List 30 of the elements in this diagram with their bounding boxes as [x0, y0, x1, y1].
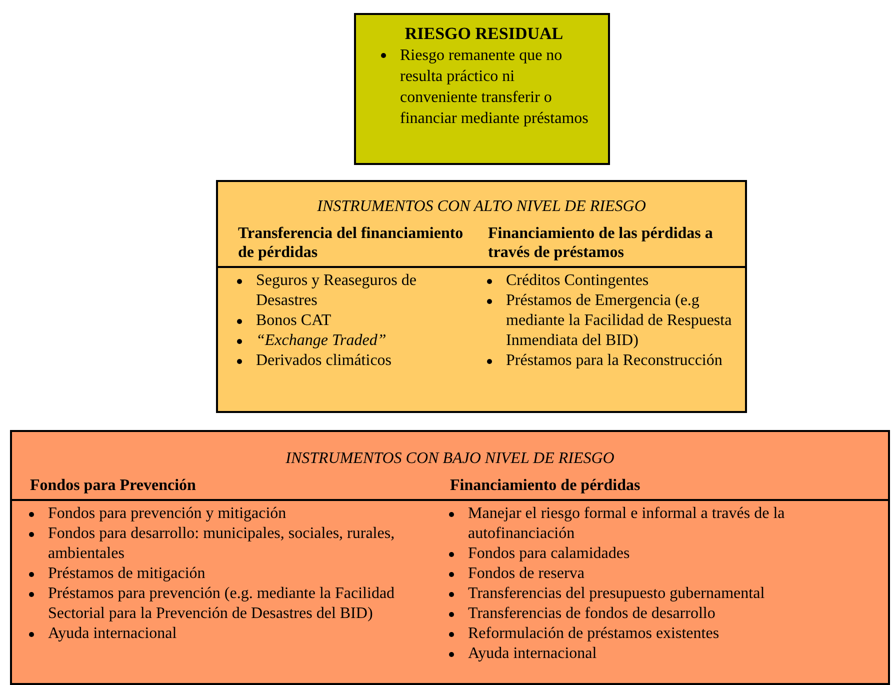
list-item: Seguros y Reaseguros de Desastres	[256, 272, 416, 309]
list-item: Fondos para calamidades	[468, 545, 630, 562]
list-item: Fondos de reserva	[468, 565, 584, 582]
column-heading: Financiamiento de pérdidas	[449, 476, 642, 496]
list-item: Manejar el riesgo formal e informal a través de la autofinanciación	[468, 505, 785, 542]
text-box	[216, 180, 747, 413]
text-box	[10, 430, 890, 685]
column-heading: Fondos para Prevención	[29, 476, 197, 496]
box-heading: INSTRUMENTOS CON ALTO NIVEL DE RIESGO	[316, 198, 647, 216]
box-heading: RIESGO RESIDUAL	[404, 23, 564, 45]
list-item: Riesgo remanente que no resulta práctico ni conveniente transferir o financiar mediante préstamos	[400, 47, 588, 127]
text-box	[354, 13, 610, 165]
list-item: Bonos CAT	[256, 312, 332, 329]
list-item: Ayuda internacional	[468, 645, 597, 662]
list-item: Reformulación de préstamos existentes	[468, 625, 720, 642]
list-item: Préstamos para la Reconstrucción	[506, 352, 722, 369]
list-item: Derivados climáticos	[256, 352, 392, 369]
column-heading: Transferencia del financiamiento de pérdidas	[237, 224, 464, 263]
column-heading: Financiamiento de las pérdidas a través de préstamos	[487, 224, 714, 263]
list-item: Préstamos de mitigación	[48, 565, 206, 582]
box-heading: INSTRUMENTOS CON BAJO NIVEL DE RIESGO	[284, 450, 616, 468]
list-item: Préstamos de Emergencia (e.g mediante la Facilidad de Respuesta Inmendiata del BID)	[506, 292, 732, 349]
list-item: Fondos para prevención y mitigación	[48, 505, 286, 522]
list-item: Transferencias de fondos de desarrollo	[468, 605, 716, 622]
list-item: Créditos Contingentes	[506, 272, 649, 289]
list-item: Préstamos para prevención (e.g. mediante la Facilidad Sectorial para la Prevención de Desastres del BID)	[48, 585, 395, 622]
list-item: Ayuda internacional	[48, 625, 177, 642]
list-item: Transferencias del presupuesto gubernamental	[468, 585, 765, 602]
list-item: “Exchange Traded”	[256, 332, 386, 349]
list-item: Fondos para desarrollo: municipales, sociales, rurales, ambientales	[48, 525, 395, 562]
